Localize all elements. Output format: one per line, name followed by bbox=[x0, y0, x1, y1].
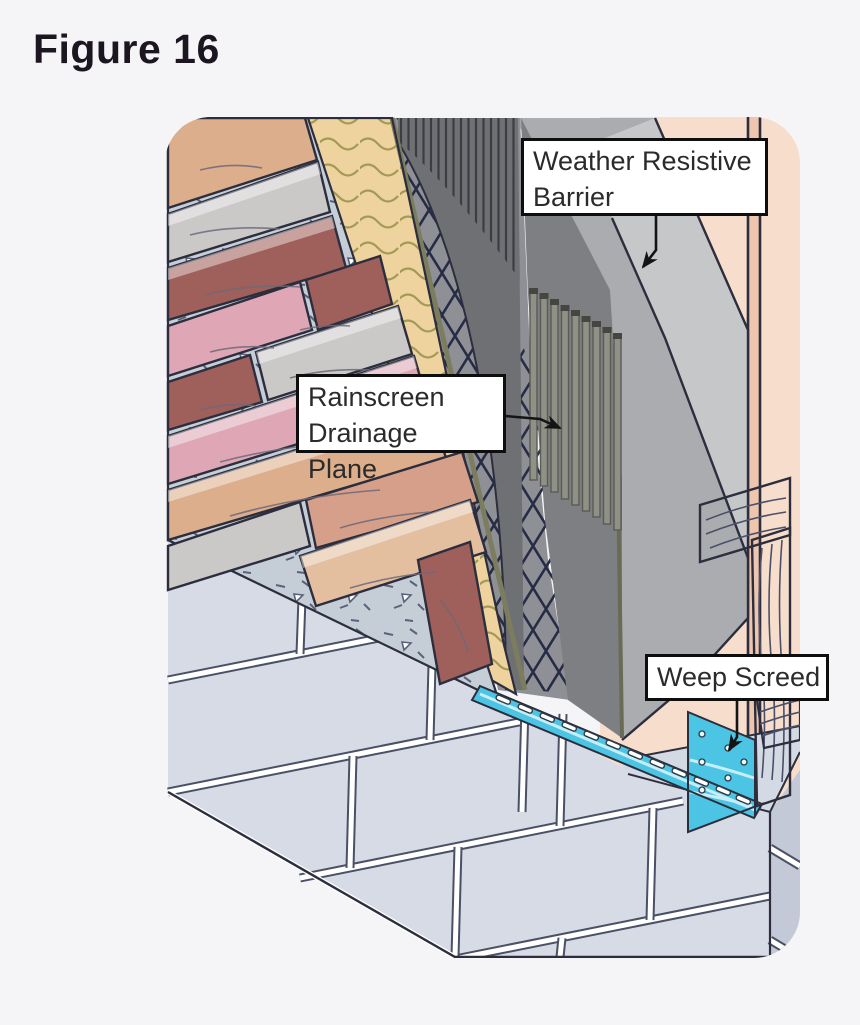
weep-slots bbox=[495, 694, 752, 805]
label-rainscreen-drainage-plane: Rainscreen Drainage Plane bbox=[296, 374, 506, 484]
arrow-rainscreen-drainage-plane bbox=[504, 414, 562, 430]
weep-screed-nail-holes bbox=[698, 730, 748, 794]
cmu-wall-corner-face bbox=[770, 770, 800, 957]
corner-trim bbox=[748, 117, 760, 817]
callout-arrows bbox=[504, 215, 743, 752]
weep-screed-layer bbox=[470, 684, 765, 834]
arrow-weather-resistive-barrier bbox=[641, 215, 658, 269]
label-weep-screed: Weep Screed bbox=[645, 654, 829, 701]
wood-stud bbox=[750, 526, 792, 808]
drainage-plane-corrugations bbox=[529, 288, 622, 531]
figure-title: Figure 16 bbox=[33, 26, 220, 72]
weather-resistive-barrier-layer bbox=[516, 117, 750, 741]
rainscreen-drainage-plane-layer bbox=[397, 118, 624, 739]
label-weather-resistive-barrier: Weather Resistive Barrier bbox=[521, 138, 768, 216]
arrow-weep-screed bbox=[727, 700, 743, 752]
